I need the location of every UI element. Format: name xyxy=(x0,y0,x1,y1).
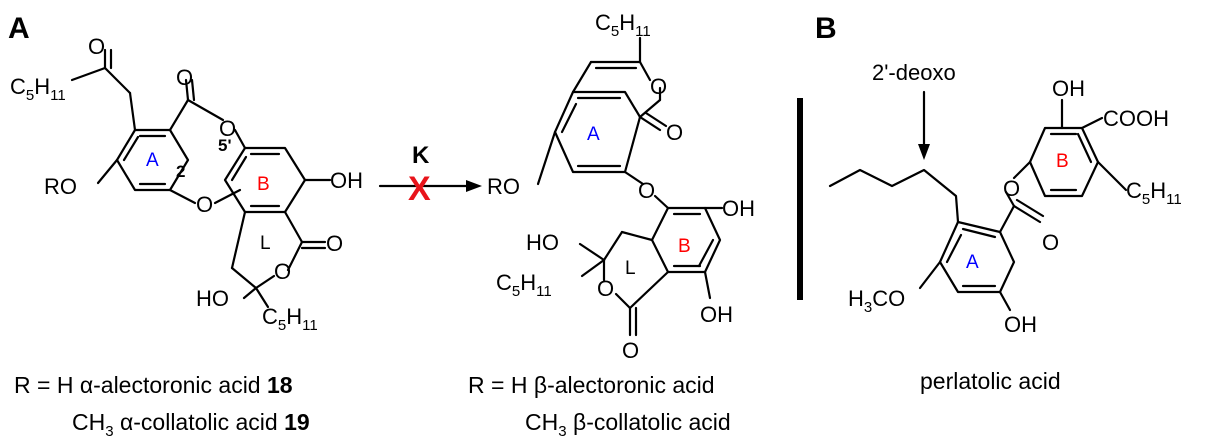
oh-label-upper: OH xyxy=(722,196,755,221)
ester-oxygen-label: O xyxy=(219,116,236,141)
oh-label-lower: OH xyxy=(700,302,733,327)
enzyme-k-label: K xyxy=(412,142,430,169)
caption-right: perlatolic acid xyxy=(920,368,1061,394)
ring-oxygen-label: O xyxy=(597,276,614,301)
ring-b-label: B xyxy=(1056,151,1069,172)
ester-carbonyl-oxygen-label: O xyxy=(176,65,193,90)
ro-label: RO xyxy=(44,174,77,199)
pentyl-label-top: C5H11 xyxy=(10,74,66,104)
pentyl-label-bottom: C5H11 xyxy=(262,304,318,334)
ketone-oxygen-label: O xyxy=(88,34,105,59)
oh-label-top: OH xyxy=(1052,76,1085,101)
lactone-oxygen-label: O xyxy=(650,74,667,99)
pentyl-label-bottom: C5H11 xyxy=(496,270,552,300)
panel-a-letter: A xyxy=(8,12,30,45)
caption-left-line1: R = H α-alectoronic acid 18 xyxy=(14,372,293,398)
ring-b-label: B xyxy=(678,236,691,257)
alpha-alectoronic-structure: O C5H11 O O O RO OH O O HO C5H11 A B L 2… xyxy=(10,34,363,334)
ring-l-label: L xyxy=(260,233,271,254)
deoxo-annotation: 2'-deoxo xyxy=(872,60,956,85)
pentyl-label-top: C5H11 xyxy=(595,10,651,40)
caption-left-line2: CH3 α-collatolic acid 19 xyxy=(72,409,310,440)
blocked-reaction-arrow: K X xyxy=(378,142,482,208)
position-5prime-label: 5' xyxy=(218,136,232,155)
ester-oxygen-label: O xyxy=(1003,176,1020,201)
beta-alectoronic-structure: C5H11 O O RO O OH OH HO C5H11 O O A B L xyxy=(487,10,755,363)
ether-oxygen-label: O xyxy=(196,192,213,217)
perlatolic-acid-structure: 2'-deoxo OH COOH C5H11 O O xyxy=(828,60,1182,337)
panel-b-letter: B xyxy=(815,12,837,45)
cooh-label: COOH xyxy=(1103,106,1169,131)
ring-a-label: A xyxy=(966,252,979,273)
caption-mid-line1: R = H β-alectoronic acid xyxy=(468,372,715,398)
ring-b-label: B xyxy=(257,174,270,195)
ester-carbonyl-oxygen-label: O xyxy=(1042,230,1059,255)
ether-oxygen-label: O xyxy=(638,178,655,203)
ho-label: HO xyxy=(196,286,229,311)
oh-label: OH xyxy=(330,168,363,193)
ro-label: RO xyxy=(487,174,520,199)
oh-label-bottom: OH xyxy=(1004,312,1037,337)
lactone-oxygen-label: O xyxy=(274,259,291,284)
annotation-arrowhead xyxy=(918,144,930,160)
caption-mid-line2: CH3 β-collatolic acid xyxy=(525,409,731,440)
ring-l-label: L xyxy=(625,258,636,279)
ho-label: HO xyxy=(526,230,559,255)
pentyl-label: C5H11 xyxy=(1126,178,1182,208)
red-x-mark: X xyxy=(408,170,431,208)
ring-a-label: A xyxy=(146,150,159,171)
ring-l-carbonyl-oxygen-label: O xyxy=(622,338,639,363)
lactone-carbonyl-oxygen-label: O xyxy=(326,231,343,256)
carbonyl-oxygen-label: O xyxy=(666,120,683,145)
methoxy-label: H3CO xyxy=(848,286,905,316)
ring-a-label: A xyxy=(587,124,600,145)
position-2-label: 2 xyxy=(176,162,185,181)
